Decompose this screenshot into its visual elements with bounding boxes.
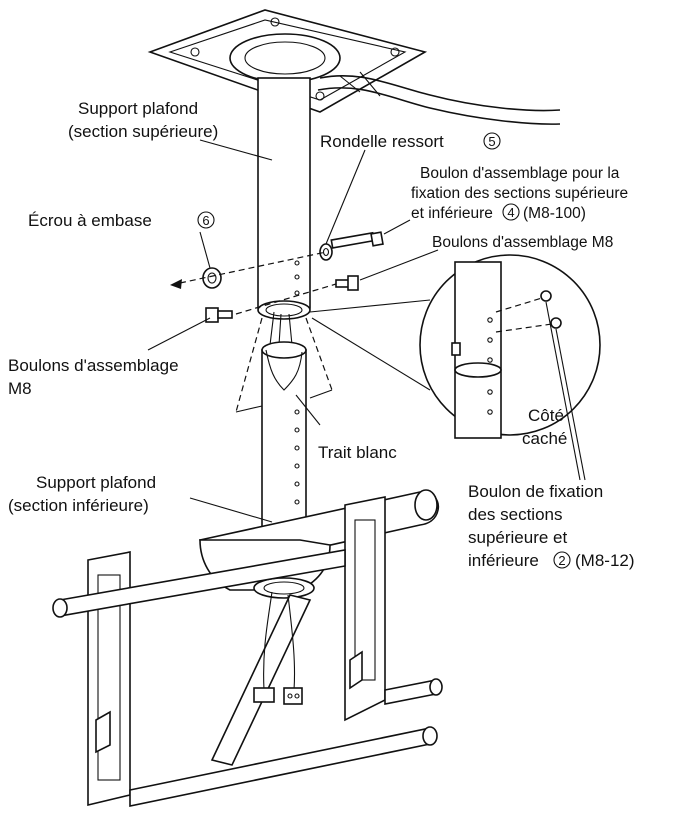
upper-tube [257, 77, 311, 346]
detail-magnifier [309, 254, 601, 481]
svg-text:Support plafond: Support plafond [78, 99, 198, 118]
label-spring-washer: Rondelle ressort 5 [320, 132, 501, 151]
svg-text:Boulon d'assemblage pour la: Boulon d'assemblage pour la [420, 165, 620, 182]
label-fixing-bolt: Boulon de fixation des sections supérieu… [468, 482, 635, 570]
svg-text:caché: caché [522, 429, 567, 448]
svg-text:4: 4 [507, 205, 514, 220]
svg-text:des sections: des sections [468, 505, 563, 524]
label-white-line: Trait blanc [318, 443, 397, 462]
hardware-exploded [170, 231, 384, 413]
svg-text:(section inférieure): (section inférieure) [8, 496, 149, 515]
leader-lines [147, 139, 439, 523]
flange-nut [202, 267, 222, 289]
svg-text:Support plafond: Support plafond [36, 473, 156, 492]
svg-text:M8: M8 [8, 379, 32, 398]
svg-text:5: 5 [488, 134, 495, 149]
svg-text:(M8-100): (M8-100) [523, 205, 586, 222]
lower-bracket-frame [52, 489, 443, 807]
lower-tube [261, 341, 307, 531]
svg-text:Côté: Côté [528, 406, 564, 425]
spring-washer [319, 243, 333, 261]
svg-text:fixation des sections supérieu: fixation des sections supérieure [411, 185, 628, 202]
svg-text:Boulons d'assemblage M8: Boulons d'assemblage M8 [432, 234, 613, 251]
label-hidden-side: Côté caché [522, 406, 567, 448]
ceiling-plate [147, 9, 561, 125]
m8-bolt-left [205, 307, 233, 323]
svg-text:Trait blanc: Trait blanc [318, 443, 397, 462]
label-assembly-bolt: Boulon d'assemblage pour la fixation des… [411, 165, 628, 222]
svg-text:Boulons d'assemblage: Boulons d'assemblage [8, 356, 179, 375]
label-lower-section: Support plafond (section inférieure) [8, 473, 156, 515]
label-upper-section: Support plafond (section supérieure) [68, 99, 218, 141]
svg-text:Rondelle ressort: Rondelle ressort [320, 132, 444, 151]
svg-text:(M8-12): (M8-12) [575, 551, 635, 570]
svg-text:2: 2 [558, 553, 565, 568]
assembly-bolt-m8-100 [330, 231, 384, 249]
svg-text:Écrou à embase: Écrou à embase [28, 211, 152, 230]
svg-text:et inférieure: et inférieure [411, 205, 493, 222]
m8-bolt-right [335, 275, 359, 291]
svg-text:(section supérieure): (section supérieure) [68, 122, 218, 141]
label-flange-nut: Écrou à embase 6 [28, 211, 215, 230]
svg-text:Boulon de fixation: Boulon de fixation [468, 482, 603, 501]
label-m8-bolts-right: Boulons d'assemblage M8 [432, 234, 613, 251]
svg-text:supérieure et: supérieure et [468, 528, 568, 547]
svg-text:6: 6 [202, 213, 209, 228]
label-m8-bolts-left: Boulons d'assemblage M8 [8, 356, 179, 398]
svg-text:inférieure: inférieure [468, 551, 539, 570]
